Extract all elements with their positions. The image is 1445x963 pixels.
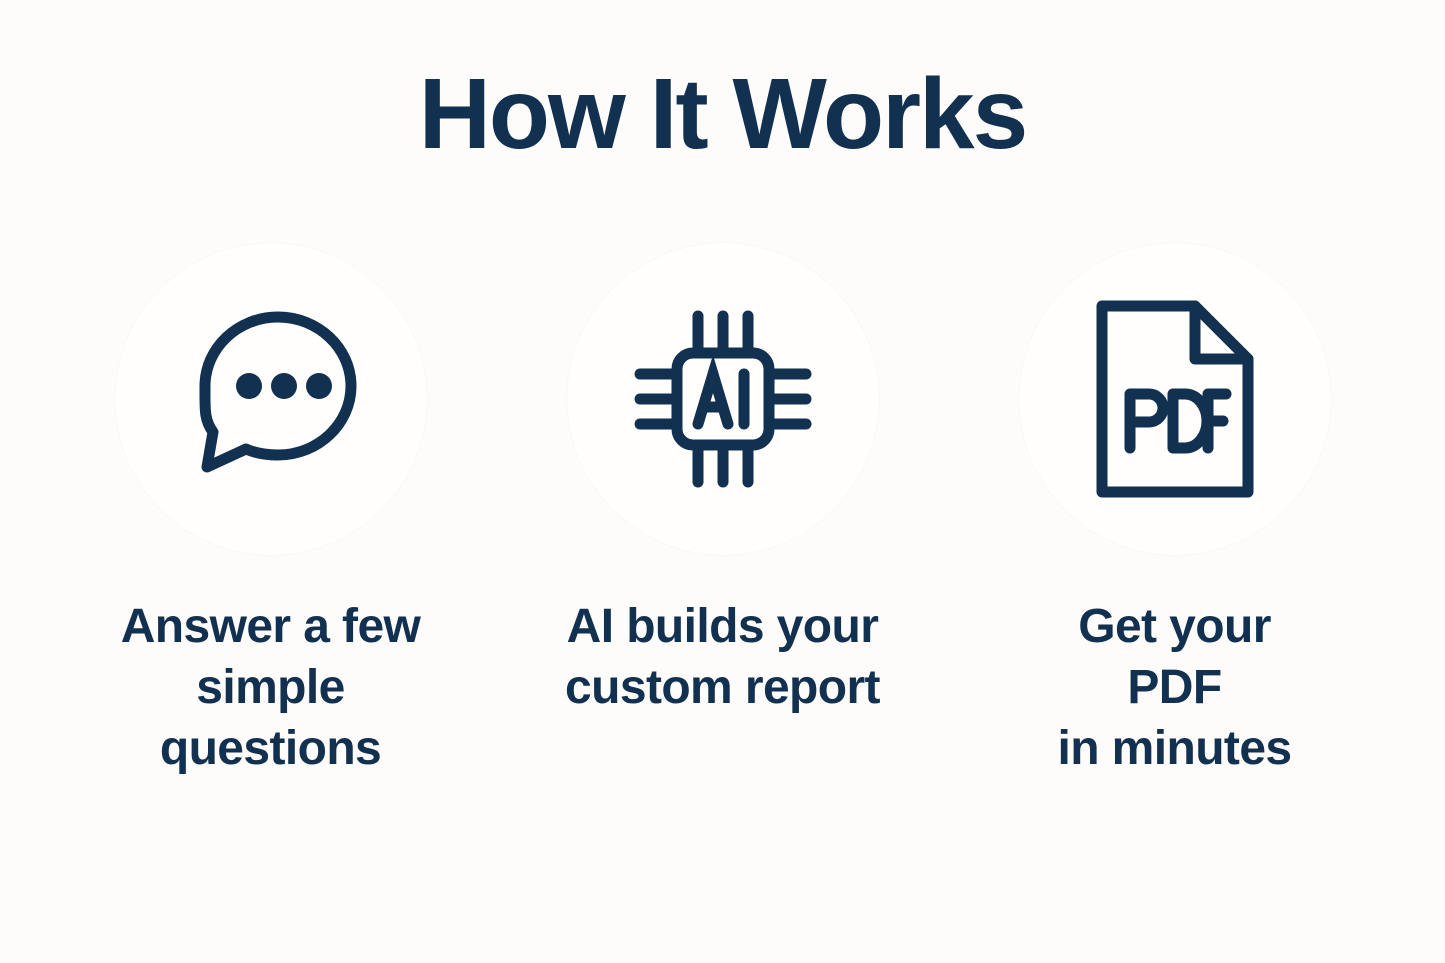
icon-circle-2 [566, 243, 879, 555]
step-caption-3: Get your PDF in minutes [1057, 596, 1292, 779]
page-title: How It Works [418, 58, 1029, 170]
step-caption-2: AI builds your custom report [565, 596, 881, 718]
step-caption-1: Answer a few simple questions [121, 596, 421, 779]
caption-line: PDF [1127, 661, 1222, 714]
chat-bubble-dots-icon [171, 299, 371, 499]
caption-line: Answer a few [120, 600, 421, 653]
ai-chip-icon [620, 296, 826, 502]
steps-row: Answer a few simple questions [0, 243, 1445, 779]
caption-line: simple [196, 661, 345, 714]
icon-circle-1 [114, 243, 427, 555]
caption-line: questions [159, 722, 382, 775]
caption-line: AI builds your [566, 600, 879, 653]
step-get-pdf: Get your PDF in minutes [949, 243, 1401, 779]
step-ai-builds-report: AI builds your custom report [497, 243, 949, 718]
caption-line: Get your [1078, 600, 1271, 653]
pdf-document-icon [1075, 293, 1275, 505]
step-answer-questions: Answer a few simple questions [45, 243, 497, 779]
icon-circle-3 [1018, 243, 1331, 555]
caption-line: in minutes [1057, 722, 1292, 775]
caption-line: custom report [565, 661, 881, 714]
